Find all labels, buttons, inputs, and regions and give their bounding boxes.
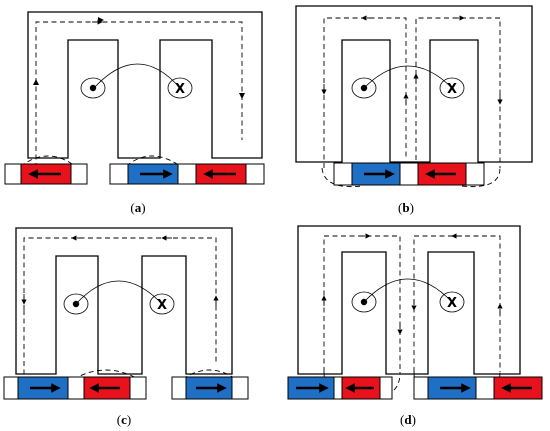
- fringe-flux: [461, 167, 501, 188]
- current-out-dot-icon: [360, 84, 368, 92]
- mover: [333, 162, 485, 186]
- current-out-dot-icon: [89, 84, 97, 92]
- panel-a: X (a): [4, 11, 265, 215]
- mover-right: [171, 376, 249, 400]
- current-out-dot-icon: [360, 298, 368, 306]
- caption-b: (b): [398, 200, 414, 215]
- coil-left-ring: [351, 291, 377, 313]
- mover-left: [4, 163, 88, 185]
- caption-a: (a): [130, 200, 145, 215]
- mover-right: [109, 163, 265, 185]
- winding-arc: [363, 278, 453, 303]
- current-in-cross-icon: X: [447, 82, 457, 97]
- coil-right-ring: [439, 77, 465, 99]
- panel-d: X (d): [287, 225, 543, 427]
- panel-c: X (c): [3, 227, 249, 427]
- flux-path: [35, 21, 243, 168]
- winding-arc: [75, 280, 163, 305]
- coil-left-ring: [63, 293, 89, 315]
- flux-path: [23, 237, 217, 362]
- coil-right-ring: [167, 77, 193, 99]
- coil-left-ring: [80, 77, 106, 99]
- core-outline: [295, 5, 533, 163]
- flux-path-right: [415, 17, 501, 168]
- current-in-cross-icon: X: [175, 82, 185, 97]
- coil-left-ring: [351, 77, 377, 99]
- core-outline: [15, 227, 233, 375]
- caption-c: (c): [117, 412, 131, 427]
- mover-left: [287, 376, 393, 400]
- current-in-cross-icon: X: [447, 296, 457, 311]
- fringe-flux: [321, 167, 363, 188]
- mover-right: [413, 376, 543, 400]
- current-in-cross-icon: X: [157, 298, 167, 313]
- caption-d: (d): [400, 412, 416, 427]
- core-outline: [297, 225, 521, 375]
- coil-right-ring: [149, 293, 175, 315]
- winding-arc: [363, 65, 453, 89]
- winding-arc: [93, 63, 181, 89]
- panel-b: X (b): [295, 5, 533, 215]
- current-out-dot-icon: [72, 300, 80, 308]
- core-outline: [27, 11, 263, 159]
- fringe-flux-mid: [119, 155, 189, 173]
- mover-left: [3, 376, 147, 400]
- coil-right-ring: [439, 291, 465, 313]
- fringe-flux: [175, 369, 243, 385]
